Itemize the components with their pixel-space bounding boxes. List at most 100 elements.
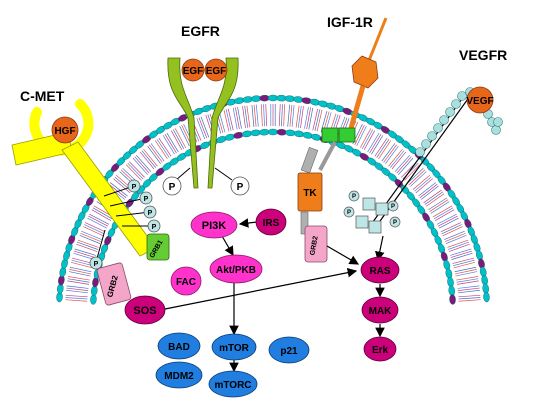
lipid-tail xyxy=(132,157,148,175)
akt-label: Akt/PKB xyxy=(216,265,256,276)
lipid-tail xyxy=(454,266,477,273)
phospho-label: P xyxy=(152,224,157,231)
phospho-label: P xyxy=(393,220,397,226)
mdm2-label: MDM2 xyxy=(164,371,194,382)
mtor-label: mTOR xyxy=(219,343,250,354)
phospho-site xyxy=(343,206,355,218)
lipid-tail xyxy=(246,105,251,128)
lipid-tail xyxy=(445,234,467,244)
lipid-tail xyxy=(172,129,185,149)
egfr-label: EGFR xyxy=(181,23,220,39)
lipid-tail xyxy=(295,105,300,128)
lipid-tail xyxy=(156,139,170,158)
lipid-tail xyxy=(354,124,365,146)
vegfr-ig-bead xyxy=(445,107,455,117)
arrow-vegfr-to-ras xyxy=(375,235,385,262)
lipid-tail xyxy=(83,226,104,237)
egf-ligand-left xyxy=(181,58,205,82)
lipid-tail xyxy=(278,104,281,127)
vegfr-receptor: VEGFR VEGF P P P P xyxy=(343,47,507,234)
lipid-tail xyxy=(396,156,412,174)
lipid-tail xyxy=(363,130,376,151)
lipid-tail xyxy=(440,222,461,233)
pi3k-label: PI3K xyxy=(202,220,227,232)
pathway-arrows xyxy=(164,218,385,373)
lipid-tail xyxy=(109,182,128,197)
egfr-phospho-left xyxy=(162,176,182,196)
cmet-phospho-sites: P P P P P xyxy=(89,179,161,270)
lipid-tail xyxy=(451,252,473,260)
lipid-tail xyxy=(398,157,414,175)
cmet-receptor: C-MET HGF P P P P P xyxy=(11,88,161,270)
lipid-tail xyxy=(66,289,89,294)
lipid-tail xyxy=(67,278,90,283)
lipid-tail xyxy=(113,178,131,194)
lipid-tail xyxy=(381,143,396,162)
lipid-tail xyxy=(410,171,427,187)
lipid-tail xyxy=(139,151,155,170)
vegfr-ig-bead xyxy=(421,139,431,149)
lipid-tail xyxy=(84,224,105,235)
lipid-tail xyxy=(237,106,242,129)
lipid-tail xyxy=(69,269,92,275)
phospho-label: P xyxy=(132,184,137,191)
lipid-tail xyxy=(143,148,158,167)
lipid-tail xyxy=(68,271,91,277)
lipid-tail xyxy=(149,144,163,163)
sos-node xyxy=(124,295,166,325)
vegfr-ig-bead xyxy=(439,115,449,125)
lipid-tail xyxy=(453,261,476,269)
phospho-site xyxy=(89,256,103,270)
lipid-tail xyxy=(227,108,234,131)
lipid-tail xyxy=(383,144,397,163)
grb2-right-label: GRB2 xyxy=(309,235,319,255)
fac-label: FAC xyxy=(176,277,196,288)
lipid-tail xyxy=(454,269,477,275)
lipid-tail xyxy=(388,148,403,167)
lipid-tail xyxy=(69,266,92,273)
lipid-tail xyxy=(442,226,463,237)
ras-label: RAS xyxy=(369,266,390,277)
lipid-tails xyxy=(65,104,481,302)
grb2-right-box xyxy=(304,225,328,263)
vegfr-ig-bead xyxy=(451,99,461,109)
phospho-label: P xyxy=(391,204,395,210)
lipid-tail xyxy=(457,287,480,291)
lipid-tail xyxy=(429,199,449,212)
lipid-tail xyxy=(263,104,265,127)
lipid-tail xyxy=(336,116,346,138)
lipid-tail xyxy=(304,106,309,129)
lipid-tail xyxy=(81,230,102,240)
phospho-site xyxy=(143,205,157,219)
egf-label-left: EGF xyxy=(183,66,204,77)
lipid-tail xyxy=(436,213,457,225)
grb2-left-box xyxy=(96,262,132,306)
lipid-tail xyxy=(390,150,405,168)
lipid-tail xyxy=(289,104,293,127)
lipid-tail xyxy=(457,285,480,289)
mtor-node: mTOR xyxy=(211,333,257,361)
vegfr-ig-bead xyxy=(415,147,425,157)
lipid-tail xyxy=(196,118,206,140)
igf1r-stem xyxy=(348,85,366,129)
lipid-tail xyxy=(174,128,187,148)
lipid-tail xyxy=(89,213,110,225)
irs-node: IRS xyxy=(255,208,287,236)
lipid-tail xyxy=(225,109,232,131)
vegfr-kinase-box xyxy=(368,220,382,234)
lipid-tail xyxy=(434,209,455,222)
bad-label: BAD xyxy=(168,342,190,353)
vegfr-label: VEGFR xyxy=(459,47,507,63)
lipid-tail xyxy=(129,161,145,178)
lipid-tail xyxy=(445,232,466,242)
lipid-tail xyxy=(457,289,480,294)
lipid-tail xyxy=(162,135,175,155)
lipid-tail xyxy=(66,285,89,289)
igf1r-label: IGF-1R xyxy=(327,14,373,30)
lipid-tail xyxy=(367,132,380,153)
lipid-tail xyxy=(369,134,382,154)
phospho-label: P xyxy=(144,196,149,203)
lipid-tail xyxy=(166,132,179,153)
lipid-tail xyxy=(218,111,226,133)
